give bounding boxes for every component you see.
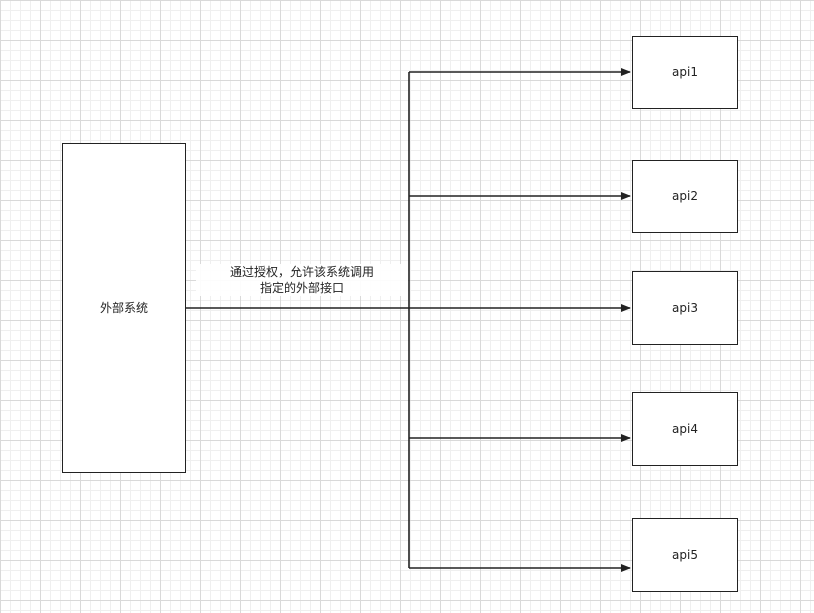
api-node-3[interactable]: api3 (632, 271, 738, 345)
edge-label-line1: 通过授权，允许该系统调用 (229, 265, 374, 279)
edge-label-line2: 指定的外部接口 (259, 281, 344, 295)
api-node-4[interactable]: api4 (632, 392, 738, 466)
api-node-2[interactable]: api2 (632, 160, 738, 233)
api-node-label: api2 (672, 189, 698, 204)
api-node-1[interactable]: api1 (632, 36, 738, 109)
api-node-label: api5 (672, 547, 698, 562)
external-system-node[interactable]: 外部系统 (62, 143, 186, 473)
api-node-label: api4 (672, 421, 698, 436)
api-node-label: api3 (672, 300, 698, 315)
api-node-5[interactable]: api5 (632, 518, 738, 592)
external-system-label: 外部系统 (99, 300, 148, 315)
api-node-label: api1 (672, 65, 698, 80)
edge-label: 通过授权，允许该系统调用 指定的外部接口 (196, 264, 408, 296)
